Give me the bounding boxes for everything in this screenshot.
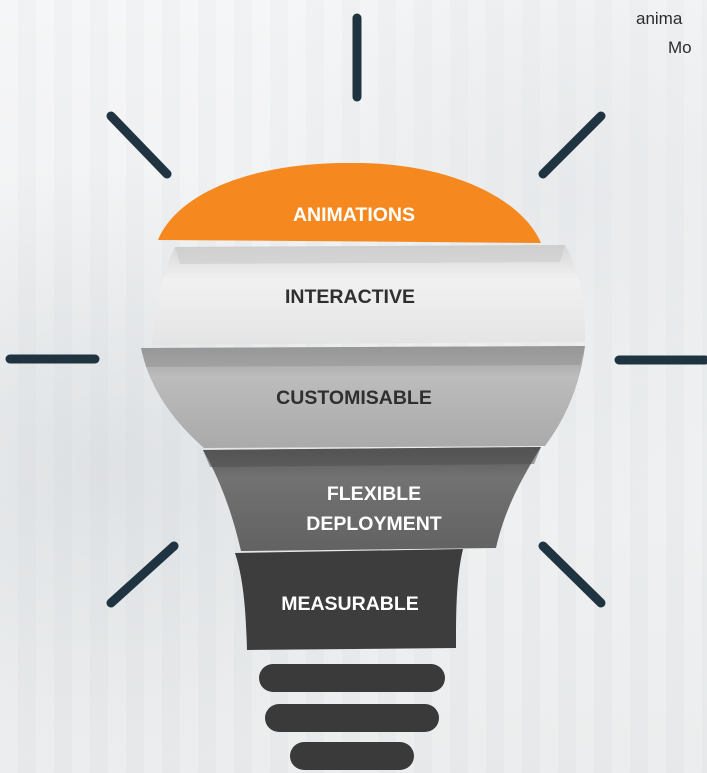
cropped-text: anima Mo <box>636 4 692 62</box>
segment-flexible-deployment: FLEXIBLE DEPLOYMENT <box>203 447 541 551</box>
light-rays <box>5 13 707 608</box>
cropped-text-line-2: Mo <box>668 38 692 57</box>
base-bar-3 <box>290 742 414 770</box>
segment-flexible-deployment-label-line-2: DEPLOYMENT <box>306 513 442 535</box>
bottom-right-ray <box>538 541 606 608</box>
top-right-ray <box>538 111 606 179</box>
segment-interactive-shape <box>152 245 586 345</box>
segment-interactive: INTERACTIVE <box>152 245 586 345</box>
segment-animations: ANIMATIONS <box>158 162 541 243</box>
segment-customisable-shape <box>141 346 585 448</box>
segment-customisable: CUSTOMISABLE <box>141 346 585 448</box>
bottom-left-ray <box>106 541 179 608</box>
segment-measurable-label: MEASURABLE <box>281 593 419 615</box>
segment-interactive-label: INTERACTIVE <box>285 286 415 308</box>
segment-customisable-label: CUSTOMISABLE <box>276 387 432 409</box>
segment-flexible-deployment-shape <box>203 447 541 551</box>
segment-animations-label: ANIMATIONS <box>293 204 415 226</box>
base-bar-1 <box>259 664 445 692</box>
cropped-text-line-1: anima <box>636 9 683 28</box>
segment-animations-shape <box>158 162 541 243</box>
segment-measurable: MEASURABLE <box>235 549 463 650</box>
segment-measurable-shape <box>235 549 463 650</box>
base-bar-2 <box>265 704 439 732</box>
segment-flexible-deployment-label-line-1: FLEXIBLE <box>327 483 421 505</box>
bulb-base <box>259 664 445 770</box>
top-left-ray <box>106 111 172 179</box>
